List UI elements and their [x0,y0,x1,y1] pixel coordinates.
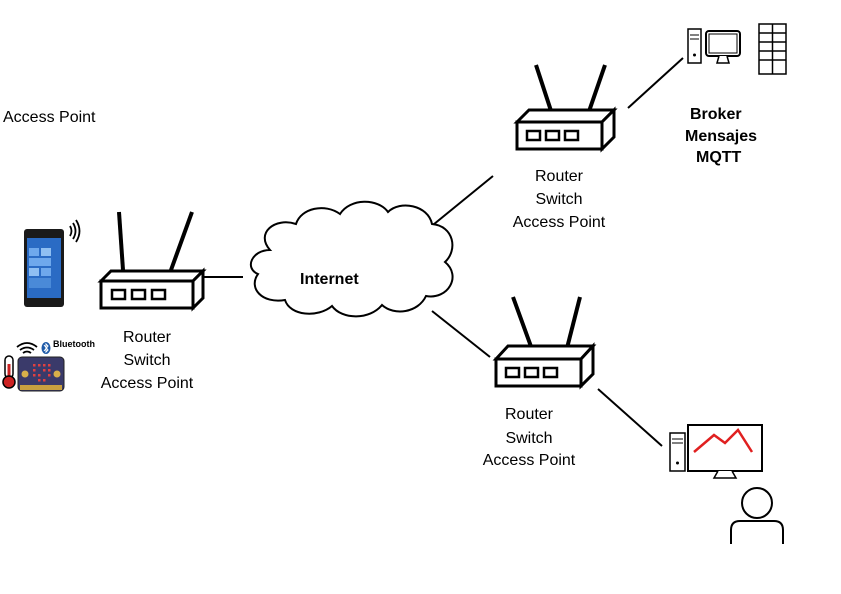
phone-icon [24,229,64,307]
connection-lines [203,57,684,447]
workstation-tower-icon [669,432,686,472]
broker-label-line2: Mensajes [685,128,758,145]
cloud-icon [249,200,454,318]
bluetooth-icon [41,342,51,354]
router-top-label-line2: Switch [535,191,583,208]
broker-label-line3: MQTT [696,149,742,166]
router-left-label-line2: Switch [123,352,171,369]
link-internet-router-bottom [431,310,491,358]
router-bottom-label-line2: Switch [505,430,553,447]
internet-label: Internet [300,271,359,288]
router-left-label-line3: Access Point [100,375,194,392]
router-bottom-label-line3: Access Point [482,452,576,469]
router-left-label-line1: Router [122,329,172,346]
access-point-title: Access Point [3,109,96,126]
sound-waves-icon [69,219,81,243]
link-router-bottom-workstation [597,388,663,447]
router-top-label-line1: Router [534,168,584,185]
chart-monitor-icon [687,424,763,479]
microbit-icon [17,356,65,392]
thermometer-icon [2,355,16,389]
link-router-top-broker [627,57,684,109]
router-top-label-line3: Access Point [512,214,606,231]
broker-label-line1: Broker [690,106,742,123]
server-rack-icon [758,23,787,75]
user-icon [730,487,784,544]
router-bottom-icon [492,296,597,390]
router-bottom-label-line1: Router [504,406,554,423]
link-internet-router-top [427,175,494,230]
bluetooth-label: Bluetooth [53,339,95,349]
router-top-icon [513,64,618,153]
wifi-icon [16,342,38,354]
router-left-icon [97,211,207,312]
server-tower-icon [687,28,702,64]
monitor-icon [705,30,741,64]
